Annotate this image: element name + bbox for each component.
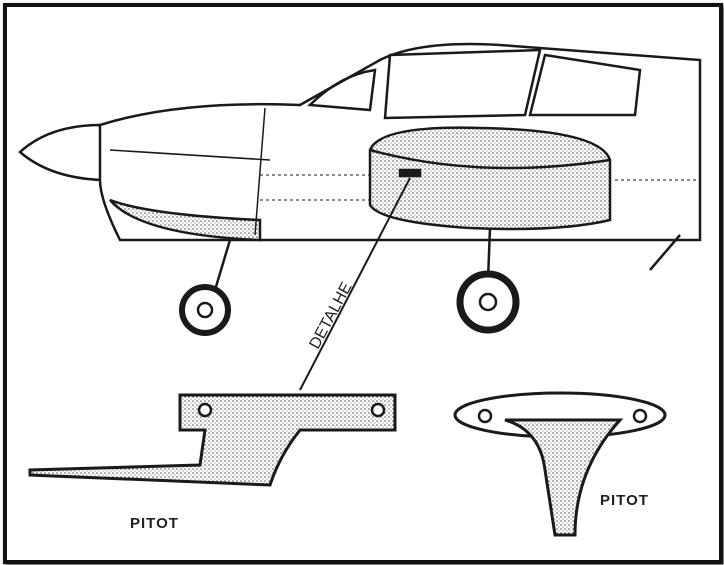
detail-label: DETALHE [307,280,356,352]
pitot-label-left: PITOT [130,515,179,532]
pitot-label-right: PITOT [600,492,649,509]
aircraft-illustration [18,42,702,537]
